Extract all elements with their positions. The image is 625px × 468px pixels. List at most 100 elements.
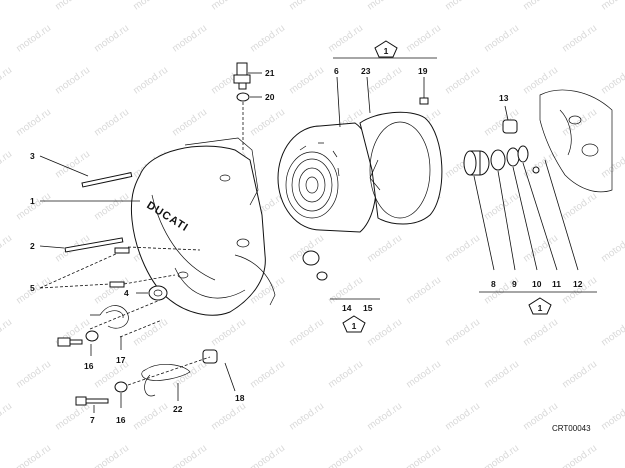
watermark-text: motod.ru bbox=[248, 443, 287, 468]
watermark-text: motod.ru bbox=[53, 0, 92, 12]
watermark-text: motod.ru bbox=[365, 401, 404, 433]
bolt-2 bbox=[64, 237, 124, 253]
flywheel-rotor bbox=[277, 122, 377, 233]
watermark-text: motod.ru bbox=[326, 275, 365, 307]
watermark-text: motod.ru bbox=[53, 401, 92, 433]
watermark-text: motod.ru bbox=[404, 275, 443, 307]
watermark-text: motod.ru bbox=[0, 401, 14, 433]
watermark-text: motod.ru bbox=[599, 317, 625, 349]
watermark-text: motod.ru bbox=[482, 191, 521, 223]
callout-15: 15 bbox=[363, 303, 373, 313]
watermark-text: motod.ru bbox=[287, 65, 326, 97]
watermark-text: motod.ru bbox=[0, 65, 14, 97]
group-marker-bottom: 1 bbox=[342, 315, 366, 333]
watermark-text: motod.ru bbox=[560, 191, 599, 223]
watermark-text: motod.ru bbox=[0, 149, 14, 181]
watermark-text: motod.ru bbox=[287, 317, 326, 349]
bolt-7 bbox=[75, 381, 128, 406]
callout-7: 7 bbox=[90, 415, 95, 425]
generator-cover: DUCATI bbox=[130, 137, 276, 316]
watermark-text: motod.ru bbox=[482, 359, 521, 391]
watermark-text: motod.ru bbox=[170, 443, 209, 468]
watermark-text: motod.ru bbox=[170, 23, 209, 55]
watermark-text: motod.ru bbox=[560, 443, 599, 468]
callout-2: 2 bbox=[30, 241, 35, 251]
watermark-text: motod.ru bbox=[92, 443, 131, 468]
svg-text:1: 1 bbox=[384, 46, 389, 56]
callout-16a: 16 bbox=[84, 361, 94, 371]
watermark-text: motod.ru bbox=[287, 401, 326, 433]
callout-14: 14 bbox=[342, 303, 352, 313]
watermark-text: motod.ru bbox=[131, 317, 170, 349]
watermark-text: motod.ru bbox=[482, 23, 521, 55]
watermark-text: motod.ru bbox=[404, 359, 443, 391]
watermark-text: motod.ru bbox=[209, 317, 248, 349]
watermark-text: motod.ru bbox=[404, 443, 443, 468]
watermark-text: motod.ru bbox=[443, 65, 482, 97]
plug-14 bbox=[302, 250, 328, 281]
drawing-code: CRT00043 bbox=[552, 424, 591, 433]
watermark-text: motod.ru bbox=[365, 233, 404, 265]
watermark-text: motod.ru bbox=[482, 443, 521, 468]
watermark-text: motod.ru bbox=[248, 23, 287, 55]
callout-20: 20 bbox=[265, 92, 275, 102]
watermark-text: motod.ru bbox=[599, 401, 625, 433]
watermark-text: motod.ru bbox=[92, 191, 131, 223]
bolt-16a bbox=[57, 330, 99, 347]
callout-16b: 16 bbox=[116, 415, 126, 425]
seal-4 bbox=[148, 285, 168, 301]
clip-22 bbox=[141, 364, 191, 397]
watermark-text: motod.ru bbox=[521, 233, 560, 265]
callout-10: 10 bbox=[532, 279, 542, 289]
watermark-text: motod.ru bbox=[53, 65, 92, 97]
watermark-text: motod.ru bbox=[92, 23, 131, 55]
callout-3: 3 bbox=[30, 151, 35, 161]
watermark-text: motod.ru bbox=[365, 0, 404, 12]
callout-18: 18 bbox=[235, 393, 245, 403]
callout-6: 6 bbox=[334, 66, 339, 76]
watermark-text: motod.ru bbox=[443, 317, 482, 349]
callout-1: 1 bbox=[30, 196, 35, 206]
watermark-text: motod.ru bbox=[365, 317, 404, 349]
callout-23: 23 bbox=[361, 66, 371, 76]
callout-21: 21 bbox=[265, 68, 275, 78]
watermark-text: motod.ru bbox=[131, 0, 170, 12]
callout-9: 9 bbox=[512, 279, 517, 289]
watermark-text: motod.ru bbox=[365, 65, 404, 97]
bolt-5a bbox=[114, 247, 130, 254]
watermark-text: motod.ru bbox=[521, 317, 560, 349]
callout-12: 12 bbox=[573, 279, 583, 289]
watermark-text: motod.ru bbox=[248, 107, 287, 139]
watermark-text: motod.ru bbox=[599, 65, 625, 97]
callout-4: 4 bbox=[124, 288, 129, 298]
watermark-text: motod.ru bbox=[443, 233, 482, 265]
watermark-text: motod.ru bbox=[14, 23, 53, 55]
watermark-text: motod.ru bbox=[443, 401, 482, 433]
bushing-18 bbox=[202, 349, 218, 364]
callout-19: 19 bbox=[418, 66, 428, 76]
callout-labels: 1 2 3 4 5 6 7 8 9 10 11 12 13 14 15 16 1… bbox=[30, 66, 583, 425]
group-marker-right: 1 bbox=[528, 297, 552, 315]
bolt-5b bbox=[109, 281, 125, 288]
watermark-text: motod.ru bbox=[92, 107, 131, 139]
watermark-text: motod.ru bbox=[170, 107, 209, 139]
svg-text:1: 1 bbox=[538, 303, 543, 313]
svg-text:1: 1 bbox=[352, 321, 357, 331]
watermark-text: motod.ru bbox=[14, 443, 53, 468]
watermark-text: motod.ru bbox=[248, 359, 287, 391]
callout-8: 8 bbox=[491, 279, 496, 289]
watermark-text: motod.ru bbox=[0, 233, 14, 265]
sprocket-bushing bbox=[502, 119, 518, 134]
leader-lines bbox=[39, 57, 597, 413]
watermark-text: motod.ru bbox=[560, 23, 599, 55]
watermark-text: motod.ru bbox=[560, 359, 599, 391]
watermark-text: motod.ru bbox=[209, 0, 248, 12]
stator bbox=[359, 111, 443, 225]
watermark-text: motod.ru bbox=[131, 401, 170, 433]
watermark-text: motod.ru bbox=[599, 0, 625, 12]
watermark-text: motod.ru bbox=[14, 107, 53, 139]
bearing-and-rings bbox=[463, 145, 540, 176]
watermark-text: motod.ru bbox=[443, 0, 482, 12]
